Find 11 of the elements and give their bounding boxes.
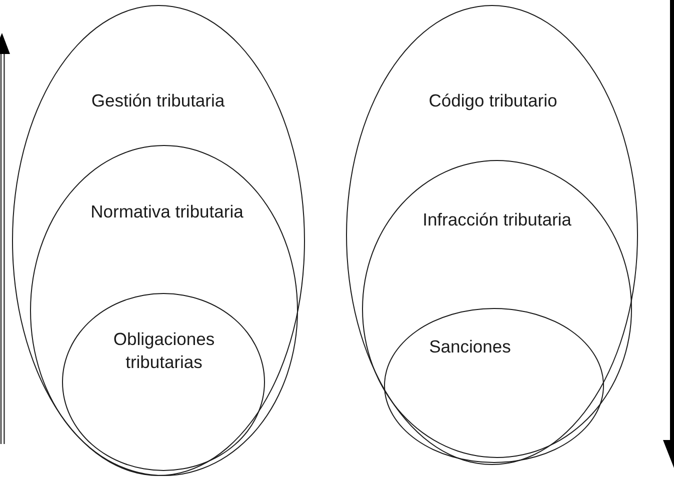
node-label: Gestión tributaria [90,90,226,112]
ellipse-node [30,145,298,476]
node-label: Obligaciones tributarias [112,328,216,374]
node-label: Normativa tributaria [90,200,244,224]
node-label: Infracción tributaria [422,208,572,232]
ellipse-node [384,308,604,463]
ellipse-node [12,5,305,476]
node-label: Sanciones [428,336,512,358]
ellipse-node [62,293,265,471]
node-label: Código tributario [428,90,558,112]
ellipse-node [346,5,638,465]
